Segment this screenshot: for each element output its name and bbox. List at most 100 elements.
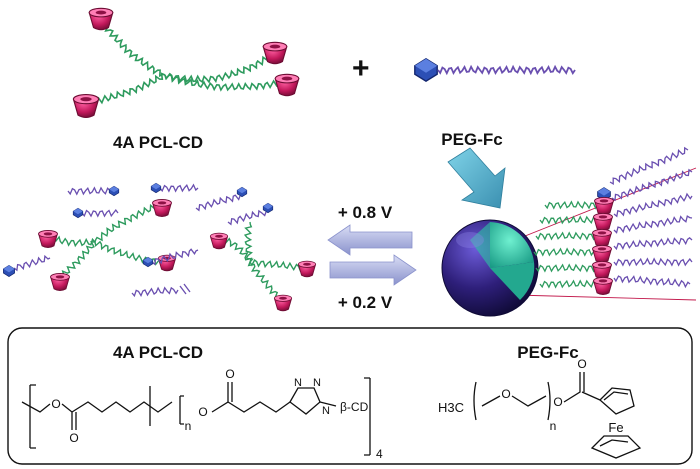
zoom-guide-line-bottom — [514, 294, 697, 301]
atom-label: O — [501, 387, 510, 401]
benzoate-carbonyl — [563, 372, 585, 403]
ferrocene-block-icon — [150, 182, 162, 194]
pcl-cd-chemical-structure — [21, 377, 371, 456]
peg-chain-zoom — [613, 192, 693, 218]
pcl-chain-zoom — [544, 200, 601, 210]
peg-chain — [195, 194, 241, 212]
pcl-arm — [249, 259, 306, 273]
triazole-ring — [289, 387, 321, 415]
peg-fc-illustration — [414, 58, 576, 82]
peg-chain — [227, 209, 267, 226]
ferrocene-block-icon — [3, 265, 15, 277]
micelle-sphere-icon — [441, 167, 697, 317]
pcl-chain-zoom — [539, 215, 599, 225]
cyclodextrin-cone-icon — [593, 213, 613, 231]
cyclodextrin-cone-icon — [592, 229, 612, 247]
cyclodextrin-cone-icon — [262, 41, 288, 65]
peg-chain-zoom — [613, 215, 693, 234]
peg-chain-zoom — [609, 146, 689, 186]
cyclodextrin-cone-icon — [72, 93, 100, 119]
cp-top-inner — [603, 391, 629, 401]
peg-paren-left — [473, 381, 477, 421]
ferrocene-block-icon — [414, 58, 438, 82]
atom-label: N — [313, 377, 321, 389]
cyclodextrin-cone-icon — [592, 260, 612, 280]
peg-chain-zoom — [611, 168, 693, 202]
atom-label: N — [322, 405, 330, 417]
peg-chain-zoom — [613, 275, 691, 289]
peg-chain-zoom — [613, 236, 693, 251]
right-bracket — [364, 377, 371, 456]
pcl-chain-zoom — [533, 247, 599, 257]
ferrocene-block-icon — [262, 202, 274, 214]
peg-chain — [437, 64, 576, 76]
atom-label: N — [294, 377, 302, 389]
label-4a-pcl-cd: 4A PCL-CD — [113, 133, 203, 152]
pcl-chain-zoom — [535, 263, 599, 273]
atom-label: O — [577, 357, 586, 371]
chain-end-mark — [179, 283, 191, 295]
pcl-arm — [59, 241, 96, 280]
arrow-left-disassembly — [327, 224, 413, 256]
peg-chain-zoom — [613, 257, 693, 267]
peg-chain — [81, 209, 119, 218]
left-bracket — [29, 384, 36, 449]
peg-chain — [13, 254, 51, 272]
pcl-arm-3 — [164, 73, 286, 92]
panel-title-4a-pcl-cd: 4A PCL-CD — [113, 343, 203, 362]
fc-link — [581, 391, 601, 401]
cyclodextrin-cone-icon — [297, 260, 317, 278]
pcl-arm — [247, 261, 284, 301]
peg-chain — [67, 186, 113, 196]
cyclopentadienyl-bottom — [590, 435, 642, 459]
cd-bond — [319, 401, 337, 407]
reduction-voltage-label: + 0.2 V — [338, 293, 393, 312]
ferrocene-block-icon — [108, 185, 120, 197]
backbone-start — [21, 401, 51, 413]
repeat-unit-n: n — [185, 419, 192, 433]
pcl-arm — [94, 201, 161, 243]
inner-bracket-left — [179, 395, 184, 425]
atom-label: O — [553, 395, 562, 409]
plus-sign: + — [352, 52, 370, 85]
inclusion-complex-zoom — [533, 146, 693, 296]
peg-fc-chemical-structure — [473, 372, 642, 459]
pcl-chain-zoom — [535, 231, 599, 241]
cyclodextrin-cone-icon — [594, 197, 614, 215]
pcl-arm-4 — [85, 72, 166, 108]
cyclopentadienyl-top — [599, 387, 635, 415]
cyclodextrin-cone-icon — [209, 232, 229, 250]
disassembled-mixture — [3, 182, 317, 312]
peg-backbone — [481, 395, 547, 407]
cyclodextrin-cone-icon — [593, 276, 613, 296]
peg-fc-atom-labels: H3C O n O O Fe — [438, 357, 624, 435]
pcl-arm — [94, 240, 166, 266]
four-arm-pcl-cd-illustration — [72, 7, 300, 119]
pcl-cd-atom-labels: O O n O O N N N β-CD 4 — [51, 367, 383, 461]
oxidation-voltage-label: + 0.8 V — [338, 203, 393, 222]
ferrocene-block-icon — [236, 186, 248, 198]
cyclodextrin-cone-icon — [38, 230, 58, 248]
ferrocene-block-icon — [72, 207, 84, 219]
structure-panel — [7, 327, 693, 465]
arrow-right-assembly — [329, 254, 417, 286]
atom-label: O — [69, 431, 78, 445]
beta-cd-label: β-CD — [340, 400, 369, 414]
pcl-arm-1 — [100, 21, 166, 78]
cyclodextrin-cone-icon — [50, 272, 70, 292]
pcl-arm — [243, 221, 254, 263]
peg-chain — [151, 248, 199, 266]
cp-bottom-inner — [599, 439, 629, 447]
cyclodextrin-cone-icon — [88, 7, 114, 31]
atom-label: O — [198, 405, 207, 419]
peg-chain — [131, 286, 179, 298]
assembly-direction-arrow — [447, 147, 506, 209]
metal-label-fe: Fe — [608, 420, 623, 435]
arm-count-subscript: 4 — [376, 447, 383, 461]
propyl-linker — [227, 401, 291, 413]
cyclodextrin-cone-icon — [152, 199, 172, 217]
atom-label: O — [225, 367, 234, 381]
pcl-arm — [221, 237, 253, 263]
label-peg-fc: PEG-Fc — [441, 130, 502, 149]
